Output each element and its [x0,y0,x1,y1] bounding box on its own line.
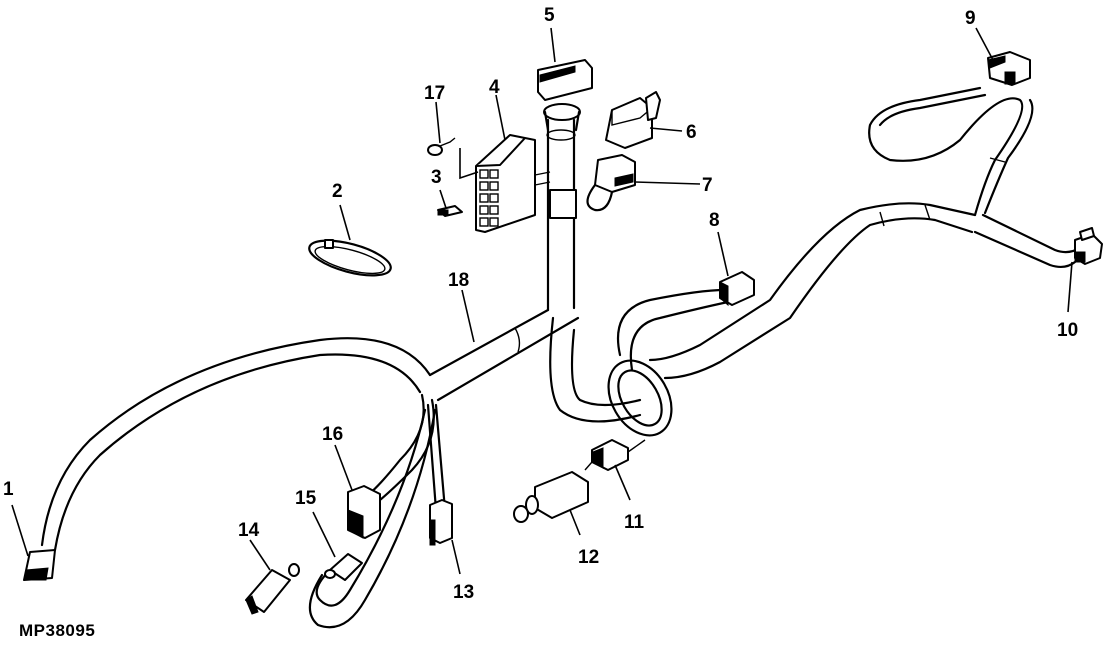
callout-14: 14 [238,520,260,541]
callout-11: 11 [624,512,645,533]
connector-11 [584,439,646,471]
connector-9 [987,51,1031,86]
lower-branches [308,393,447,629]
callout-9: 9 [965,8,976,29]
fuse-3 [437,205,463,217]
switch-14 [245,563,300,615]
callout-7: 7 [702,175,713,196]
connector-10 [1074,227,1103,265]
connector-7 [586,154,636,212]
callout-1: 1 [3,479,14,500]
connector-13 [429,499,453,546]
callout-17: 17 [424,83,446,104]
callout-18: 18 [448,270,470,291]
callout-6: 6 [686,122,697,143]
callout-16: 16 [322,424,344,445]
figure-id: MP38095 [19,621,96,640]
connector-5 [537,59,593,219]
switch-12 [513,471,589,523]
callout-5: 5 [544,5,555,26]
leader-lines [11,27,1073,575]
connector-15 [324,553,363,581]
connector-8 [719,271,755,307]
callout-3: 3 [431,167,442,188]
callout-10: 10 [1057,320,1079,341]
callout-8: 8 [709,210,720,231]
fuse-block-4 [475,134,551,233]
callout-4: 4 [489,77,500,98]
cable-tie-2 [308,239,392,277]
callout-13: 13 [453,582,475,603]
relay-6 [605,91,661,149]
callout-12: 12 [578,547,600,568]
screw-17 [427,137,456,156]
connector-16 [347,485,381,539]
callout-2: 2 [332,181,343,202]
connector-1 [23,549,56,581]
callout-15: 15 [295,488,317,509]
